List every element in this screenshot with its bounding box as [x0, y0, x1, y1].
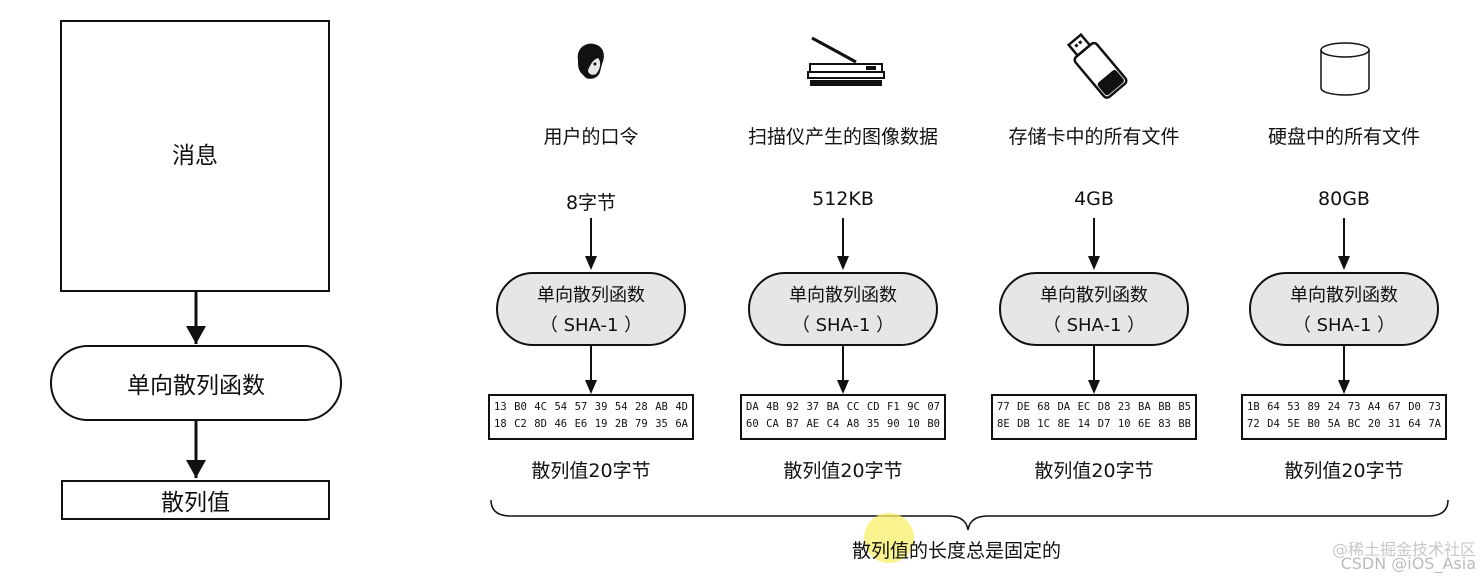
left-hash-function: 单向散列函数 — [50, 345, 342, 421]
left-hash-function-label: 单向散列函数 — [127, 373, 265, 399]
col1-func-label: 单向散列函数 — [537, 285, 645, 306]
left-hash-value-label: 散列值 — [161, 490, 230, 516]
usb-drive-icon — [1066, 32, 1128, 99]
col4-algo-label: （ SHA-1 ） — [1292, 315, 1396, 336]
col2-arrows — [837, 218, 849, 394]
col1-hash-function: 单向散列函数 （ SHA-1 ） — [496, 272, 686, 346]
col2-algo-label: （ SHA-1 ） — [791, 315, 895, 336]
col4-arrows — [1338, 218, 1350, 394]
col4-size: 80GB — [1318, 188, 1370, 210]
col4-func-label: 单向散列函数 — [1290, 285, 1398, 306]
col3-arrows — [1088, 218, 1100, 394]
col4-title: 硬盘中的所有文件 — [1267, 126, 1420, 148]
col3-hash-value: 77 DE 68 DA EC D8 23 BA BB B5 8E DB 1C 8… — [991, 394, 1197, 440]
watermark-csdn: CSDN @iOS_Asia — [1340, 554, 1476, 573]
watermark-juejin: @稀土掘金技术社区 — [1331, 540, 1476, 559]
col1-hash-line1: 13 B0 4C 54 57 39 54 28 AB 4D — [494, 401, 688, 413]
col1-algo-label: （ SHA-1 ） — [539, 315, 643, 336]
col4-hash-value: 1B 64 53 89 24 73 A4 67 D0 73 72 D4 5E B… — [1241, 394, 1447, 440]
col1-hash-line2: 18 C2 8D 46 E6 19 2B 79 35 6A — [494, 418, 688, 430]
col3-hash-function: 单向散列函数 （ SHA-1 ） — [999, 272, 1189, 346]
col3-size: 4GB — [1074, 188, 1114, 210]
person-head-icon — [577, 43, 604, 79]
disk-cylinder-icon — [1320, 42, 1370, 96]
col1-size: 8字节 — [565, 192, 617, 214]
col3-hash-line1: 77 DE 68 DA EC D8 23 BA BB B5 — [997, 401, 1191, 413]
col2-func-label: 单向散列函数 — [789, 285, 897, 306]
col3-title: 存储卡中的所有文件 — [1008, 126, 1180, 148]
col3-hash-length: 散列值20字节 — [1034, 460, 1154, 482]
col2-title: 扫描仪产生的图像数据 — [747, 126, 938, 148]
bottom-brace — [490, 499, 1449, 531]
col3-algo-label: （ SHA-1 ） — [1042, 315, 1146, 336]
left-arrow-2 — [186, 419, 206, 478]
left-hash-value-box: 散列值 — [61, 480, 330, 520]
message-box — [60, 20, 330, 292]
col4-hash-line2: 72 D4 5E B0 5A BC 20 31 64 7A — [1247, 418, 1441, 430]
col1-arrows — [585, 218, 597, 394]
col1-hash-value: 13 B0 4C 54 57 39 54 28 AB 4D 18 C2 8D 4… — [488, 394, 694, 440]
scanner-icon — [807, 36, 885, 86]
left-arrow-1 — [186, 291, 206, 344]
col2-hash-length: 散列值20字节 — [783, 460, 903, 482]
caption: 散列值的长度总是固定的 — [852, 540, 1062, 562]
cursor-highlight — [864, 513, 914, 563]
col1-hash-length: 散列值20字节 — [531, 460, 651, 482]
col2-hash-function: 单向散列函数 （ SHA-1 ） — [748, 272, 938, 346]
col4-hash-function: 单向散列函数 （ SHA-1 ） — [1249, 272, 1439, 346]
col2-hash-line2: 60 CA B7 AE C4 A8 35 90 10 B0 — [746, 418, 940, 430]
col1-title: 用户的口令 — [543, 126, 639, 148]
col2-size: 512KB — [812, 188, 874, 210]
col3-hash-line2: 8E DB 1C 8E 14 D7 10 6E 83 BB — [997, 418, 1191, 430]
col4-hash-length: 散列值20字节 — [1284, 460, 1404, 482]
col4-hash-line1: 1B 64 53 89 24 73 A4 67 D0 73 — [1247, 401, 1441, 413]
col2-hash-value: DA 4B 92 37 BA CC CD F1 9C 07 60 CA B7 A… — [740, 394, 946, 440]
message-label: 消息 — [172, 143, 218, 169]
col2-hash-line1: DA 4B 92 37 BA CC CD F1 9C 07 — [746, 401, 940, 413]
col3-func-label: 单向散列函数 — [1040, 285, 1148, 306]
